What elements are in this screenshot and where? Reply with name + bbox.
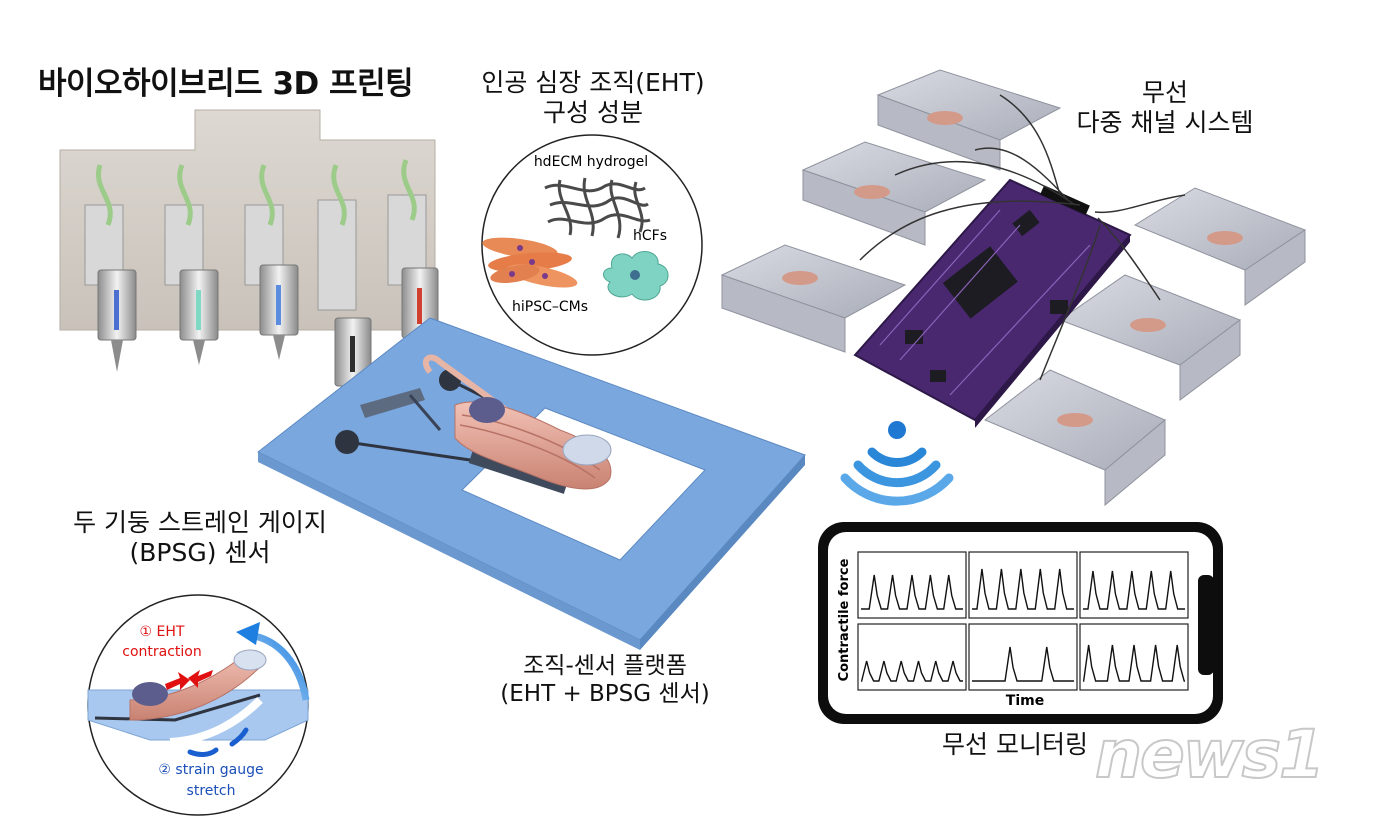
well-bottom-left (720, 244, 907, 353)
bpsg-sensor-line2: (BPSG) 센서 (129, 538, 271, 567)
wireless-system-line1: 무선 (1141, 78, 1188, 107)
components-title-line1: 인공 심장 조직(EHT) (481, 68, 705, 97)
wireless-system-line2: 다중 채널 시스템 (1076, 108, 1254, 137)
force-trace-1 (861, 574, 963, 610)
printhead-3 (244, 164, 299, 360)
bpsg-inset-circle (87, 594, 309, 816)
eht-contraction-label-1: ① EHT (140, 624, 185, 640)
wireless-system-title: 무선 다중 채널 시스템 (1030, 78, 1300, 138)
wires (859, 94, 1186, 381)
strain-gauge-label-1: ② strain gauge (158, 762, 263, 778)
eht-tissue (422, 354, 612, 490)
well-mid-left (801, 141, 987, 246)
force-chart-ylabel: Contractile force (837, 558, 852, 681)
force-trace-2 (972, 568, 1074, 610)
news1-watermark: news1 (1094, 715, 1326, 794)
bend-curved-arrow (236, 622, 310, 701)
printhead-1 (84, 164, 137, 372)
force-trace-5 (972, 646, 1074, 682)
hdecm-hydrogel-mesh (544, 177, 651, 239)
contraction-red-arrows (165, 670, 213, 690)
page-title: 바이오하이브리드 3D 프린팅 (38, 66, 414, 102)
force-trace-6 (1082, 644, 1185, 682)
hcfs-label: hCFs (633, 228, 667, 244)
strain-gauge-label-2: stretch (187, 783, 236, 799)
force-traces (860, 568, 1185, 682)
bpsg-sensor-title: 두 기둥 스트레인 게이지 (BPSG) 센서 (45, 508, 355, 568)
components-title-line2: 구성 성분 (543, 98, 643, 127)
force-trace-3 (1083, 570, 1185, 610)
components-title: 인공 심장 조직(EHT) 구성 성분 (468, 68, 718, 128)
platform-title: 조직-센서 플랫폼 (EHT + BPSG 센서) (480, 653, 730, 708)
hdecm-label: hdECM hydrogel (534, 154, 648, 170)
smartphone (818, 522, 1223, 724)
bpsg-sensor-line1: 두 기둥 스트레인 게이지 (73, 508, 327, 537)
printhead-2 (164, 164, 219, 365)
well-bottom-right (984, 369, 1166, 507)
platform-line2: (EHT + BPSG 센서) (500, 680, 710, 707)
eht-contraction-label-2: contraction (122, 644, 201, 660)
pcb-board (853, 178, 1132, 428)
platform-line1: 조직-센서 플랫폼 (523, 653, 687, 679)
wireless-monitoring-label: 무선 모니터링 (942, 730, 1088, 759)
stretch-blue-arrows (187, 727, 249, 757)
well-mid-right (1058, 274, 1242, 401)
hipsc-cms-label: hiPSC–CMs (512, 299, 588, 315)
well-top-right (1133, 187, 1307, 306)
well-top-left (876, 69, 1062, 171)
force-chart-xlabel: Time (1006, 693, 1044, 709)
hcf-cells (603, 250, 669, 301)
force-chart-grid (857, 551, 1189, 691)
force-trace-4 (860, 660, 963, 682)
wifi-icon (840, 421, 954, 506)
hipsc-cm-cells (482, 237, 578, 288)
